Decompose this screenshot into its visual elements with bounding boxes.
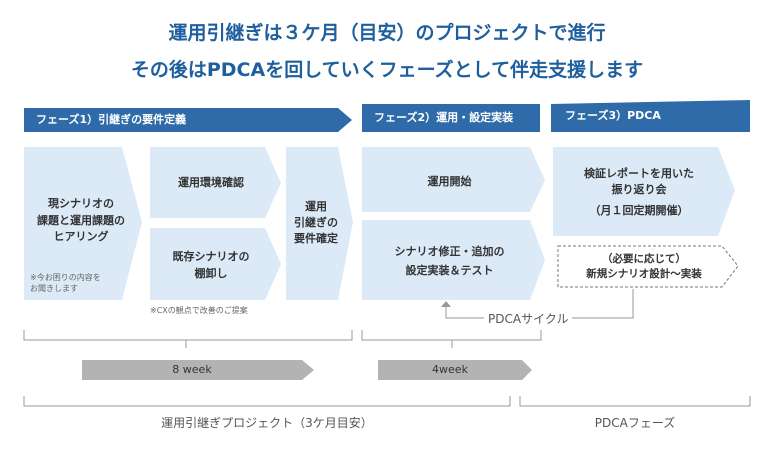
phase3-banner-shape — [551, 100, 750, 132]
inventory-label: 既存シナリオの 棚卸し — [172, 250, 250, 280]
title-line-1: 運用引継ぎは３ケ月（目安）のプロジェクトで進行 — [168, 22, 606, 44]
inventory-box-shape — [150, 228, 281, 300]
env-check-box-shape — [150, 147, 281, 218]
requirements-label: 運用 引継ぎの 要件確定 — [294, 200, 338, 245]
project-bracket — [23, 396, 511, 407]
requirements-box-shape — [286, 147, 353, 300]
new-design-label: （必要に応じて） 新規シナリオ設計〜実装 — [586, 253, 702, 280]
title-line-2: その後はPDCAを回していくフェーズとして伴走支援します — [130, 59, 644, 81]
env-check-label: 運用環境確認 — [178, 176, 244, 189]
ops-start-label: 運用開始 — [427, 175, 472, 188]
phase2-banner-label: フェーズ2）運用・設定実装 — [374, 111, 514, 124]
duration-4week-shape — [378, 360, 532, 380]
hearing-note: ※今お困りの内容を お聞きします — [30, 273, 101, 294]
fix-impl-box-shape — [362, 220, 545, 300]
phase1-banner-shape — [24, 108, 352, 132]
project-bracket-label: 運用引継ぎプロジェクト（3ケ月目安） — [161, 416, 373, 430]
inventory-note: ※CXの観点で改善のご提案 — [150, 306, 248, 315]
phase2-brace — [361, 330, 542, 341]
ops-start-box-shape — [362, 147, 545, 212]
duration-8week-label: 8 week — [172, 363, 212, 376]
pdca-bracket — [519, 396, 751, 407]
pdca-bracket-label: PDCAフェーズ — [594, 416, 676, 430]
fix-impl-label: シナリオ修正・追加の 設定実装＆テスト — [394, 245, 505, 277]
phase3-banner-label: フェーズ3）PDCA — [565, 109, 661, 122]
pdca-cycle-arrowhead — [441, 301, 451, 307]
phase2-banner-shape — [362, 104, 540, 132]
duration-4week-label: 4week — [432, 363, 468, 376]
duration-8week-shape — [82, 360, 314, 380]
report-label: 検証レポートを用いた 振り返り会 — [584, 167, 694, 196]
pdca-cycle-label: PDCAサイクル — [484, 310, 573, 327]
phase1-banner-label: フェーズ1）引継ぎの要件定義 — [36, 113, 187, 126]
phase1-brace — [23, 330, 353, 341]
new-design-box-shape — [557, 245, 739, 288]
hearing-label: 現シナリオの 課題と運用課題の ヒアリング — [37, 197, 125, 243]
hearing-box-shape — [24, 147, 142, 300]
report-box-shape — [553, 147, 735, 236]
report-sub-label: （月１回定期開催） — [589, 204, 689, 217]
